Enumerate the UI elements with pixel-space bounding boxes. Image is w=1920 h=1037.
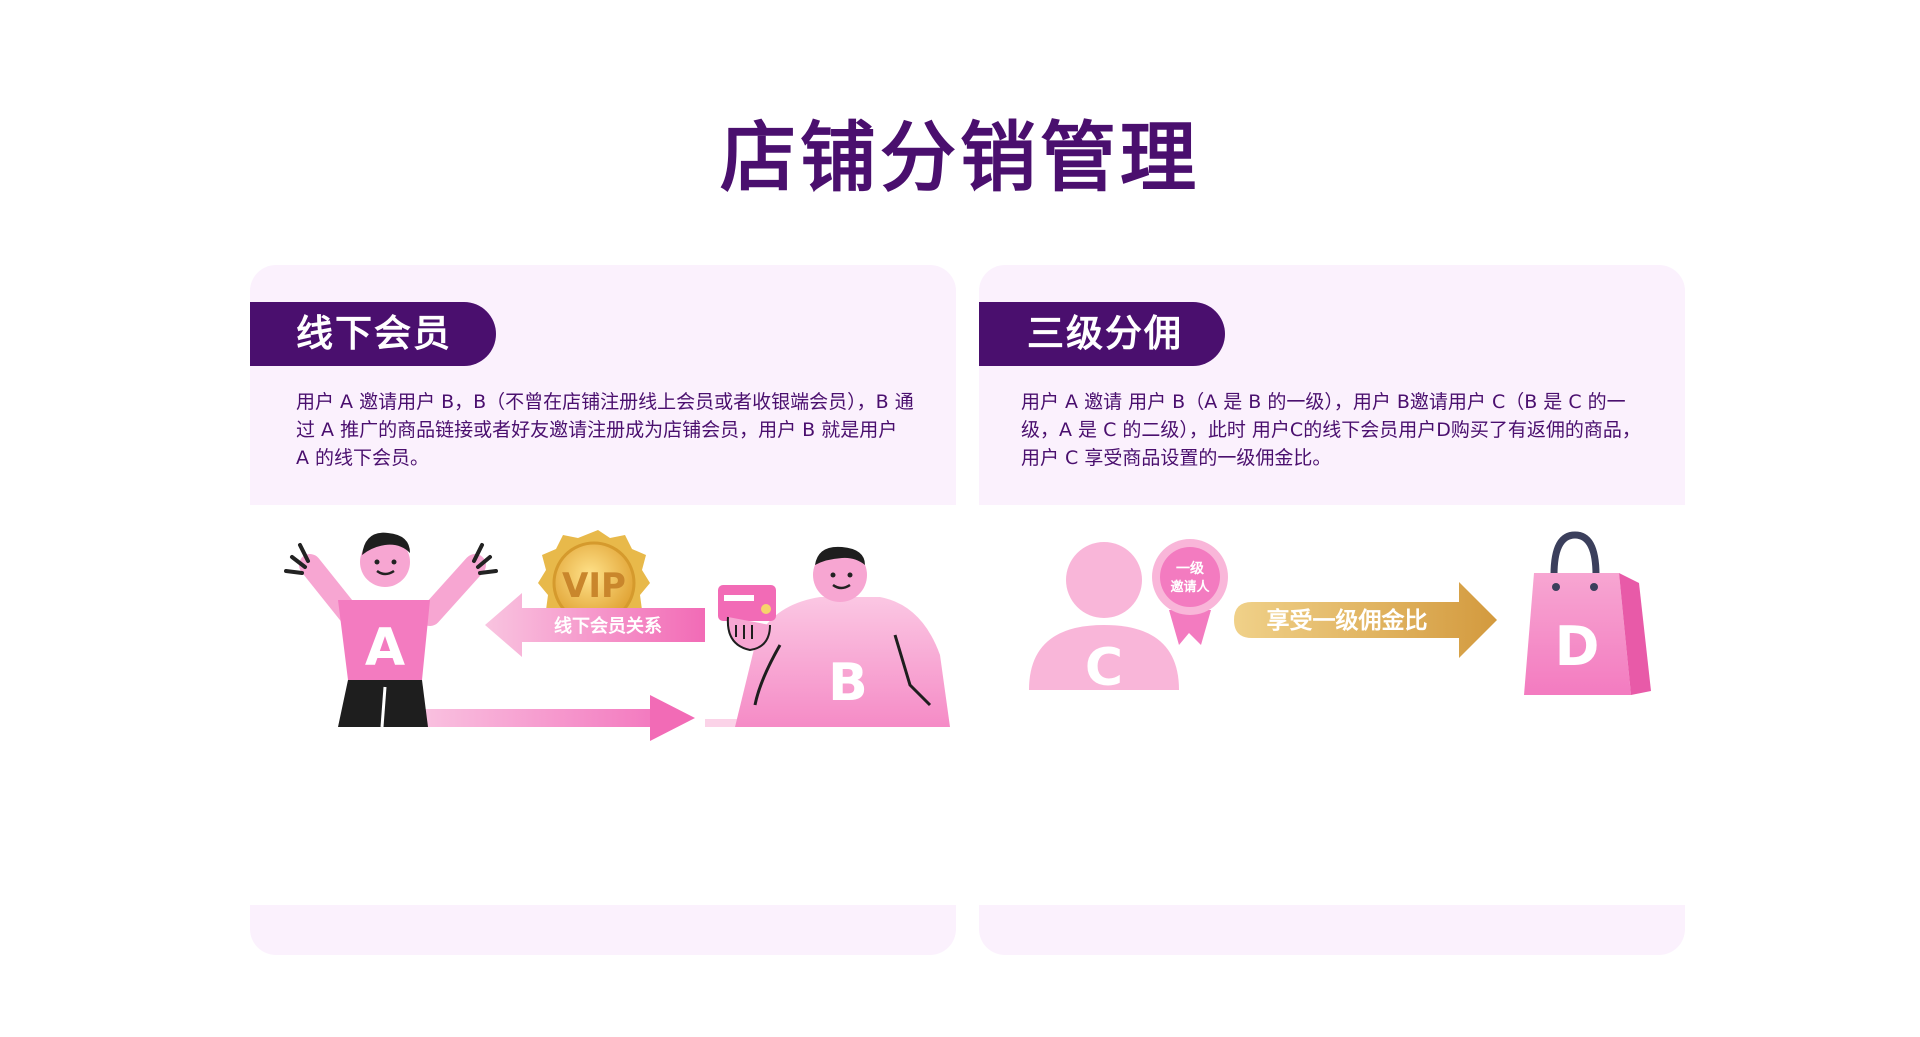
arrow-head (650, 695, 695, 741)
offline-member-card: 线下会员 用户 A 邀请用户 B，B（不曾在店铺注册线上会员或者收银端会员），B… (250, 265, 956, 955)
person-a-letter: A (365, 618, 405, 678)
card-description: 用户 A 邀请 用户 B（A 是 B 的一级），用户 B邀请用户 C（B 是 C… (1021, 391, 1641, 469)
level-one-inviter-badge: 一级 邀请人 (1152, 539, 1228, 645)
shopping-bag-icon: D (1524, 531, 1651, 695)
relation-label: 线下会员关系 (554, 615, 662, 637)
person-b-letter: B (828, 653, 868, 713)
badge-line1: 一级 (1176, 560, 1205, 577)
arrow-label: 享受一级佣金比 (1267, 607, 1428, 634)
page-title: 店铺分销管理 (720, 113, 1200, 202)
person-a: A (284, 532, 498, 728)
person-b: B (718, 546, 950, 727)
badge-line2: 邀请人 (1170, 579, 1210, 595)
bag-letter: D (1555, 615, 1600, 678)
card-tag: 线下会员 (250, 302, 496, 366)
card-description: 用户 A 邀请用户 B，B（不曾在店铺注册线上会员或者收银端会员），B 通过 A… (296, 391, 914, 469)
relation-arrow: 线下会员关系 (485, 593, 705, 657)
person-c: C (1029, 542, 1179, 698)
person-c-letter: C (1085, 638, 1123, 698)
commission-arrow: 享受一级佣金比 (1234, 582, 1497, 658)
vip-label: VIP (562, 566, 626, 606)
card-tag: 三级分佣 (979, 302, 1225, 366)
commission-illustration: C 一级 邀请人 享受一级佣金比 D (1029, 531, 1651, 698)
offline-member-illustration: A VIP 线下会员关系 B (284, 530, 950, 741)
three-level-commission-card: 三级分佣 用户 A 邀请 用户 B（A 是 B 的一级），用户 B邀请用户 C（… (979, 265, 1685, 955)
